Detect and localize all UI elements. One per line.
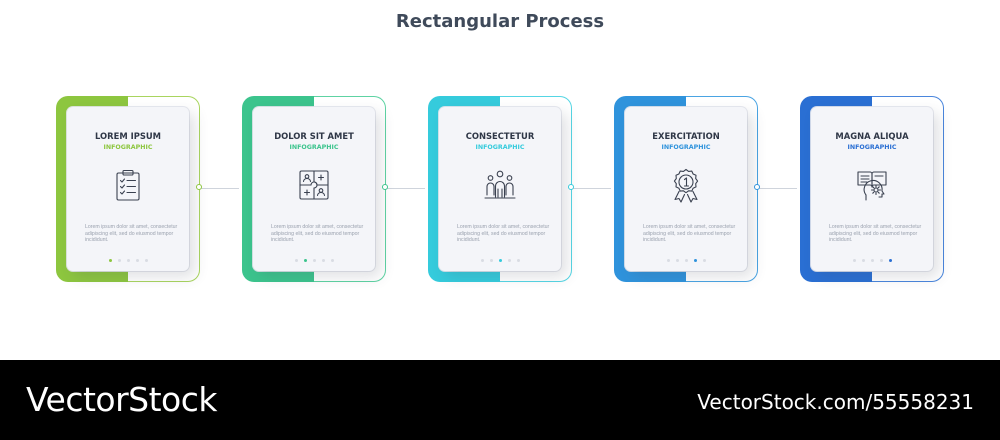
step-heading: LOREM IPSUM xyxy=(95,131,161,141)
indicator-dot xyxy=(684,259,688,262)
indicator-dot xyxy=(321,259,325,262)
watermark-brand: VectorStock xyxy=(26,380,218,419)
indicator-dot xyxy=(879,259,883,262)
step-indicator-dots xyxy=(625,259,747,262)
indicator-dot xyxy=(675,259,679,262)
connector-line xyxy=(757,188,797,190)
step-description: Lorem ipsum dolor sit amet, consectetur … xyxy=(829,224,922,244)
connector-line xyxy=(385,188,425,190)
connector-node xyxy=(754,184,760,190)
indicator-dot xyxy=(888,259,892,262)
connector-line xyxy=(571,188,611,190)
step-heading: CONSECTETUR xyxy=(465,131,535,141)
step-card: DOLOR SIT AMET INFOGRAPHIC xyxy=(253,107,375,271)
book-head-gear-icon xyxy=(854,167,890,203)
process-step-4: EXERCITATION INFOGRAPHIC Lorem ipsum dol… xyxy=(614,96,758,282)
step-indicator-dots xyxy=(253,259,375,262)
connector-line xyxy=(199,188,239,190)
indicator-dot xyxy=(144,259,148,262)
step-description: Lorem ipsum dolor sit amet, consectetur … xyxy=(643,224,736,244)
indicator-dot xyxy=(135,259,139,262)
team-group-icon xyxy=(482,167,518,203)
indicator-dot xyxy=(516,259,520,262)
step-card: EXERCITATION INFOGRAPHIC Lorem ipsum dol… xyxy=(625,107,747,271)
process-step-3: CONSECTETUR INFOGRAPHIC Lorem ipsum dolo… xyxy=(428,96,572,282)
step-indicator-dots xyxy=(67,259,189,262)
award-medal-icon xyxy=(668,167,704,203)
indicator-dot xyxy=(861,259,865,262)
step-description: Lorem ipsum dolor sit amet, consectetur … xyxy=(85,224,178,244)
step-card: MAGNA ALIQUA INFOGRAPHIC Lorem ipsum dol… xyxy=(811,107,933,271)
indicator-dot xyxy=(108,259,112,262)
indicator-dot xyxy=(852,259,856,262)
step-subheading: INFOGRAPHIC xyxy=(289,144,339,151)
indicator-dot xyxy=(126,259,130,262)
indicator-dot xyxy=(480,259,484,262)
connector-node xyxy=(382,184,388,190)
step-description: Lorem ipsum dolor sit amet, consectetur … xyxy=(271,224,364,244)
indicator-dot xyxy=(870,259,874,262)
connector-node xyxy=(196,184,202,190)
step-subheading: INFOGRAPHIC xyxy=(475,144,525,151)
step-subheading: INFOGRAPHIC xyxy=(103,144,153,151)
puzzle-people-icon xyxy=(296,167,332,203)
step-card: LOREM IPSUM INFOGRAPHIC Lorem ipsum dolo… xyxy=(67,107,189,271)
process-step-5: MAGNA ALIQUA INFOGRAPHIC Lorem ipsum dol… xyxy=(800,96,944,282)
step-heading: MAGNA ALIQUA xyxy=(835,131,909,141)
watermark-bar: VectorStock VectorStock.com/55558231 xyxy=(0,360,1000,440)
step-subheading: INFOGRAPHIC xyxy=(661,144,711,151)
indicator-dot xyxy=(312,259,316,262)
indicator-dot xyxy=(666,259,670,262)
indicator-dot xyxy=(693,259,697,262)
connector-node xyxy=(568,184,574,190)
indicator-dot xyxy=(702,259,706,262)
indicator-dot xyxy=(498,259,502,262)
step-heading: EXERCITATION xyxy=(652,131,720,141)
process-step-1: LOREM IPSUM INFOGRAPHIC Lorem ipsum dolo… xyxy=(56,96,200,282)
step-card: CONSECTETUR INFOGRAPHIC Lorem ipsum dolo… xyxy=(439,107,561,271)
indicator-dot xyxy=(489,259,493,262)
step-subheading: INFOGRAPHIC xyxy=(847,144,897,151)
process-step-2: DOLOR SIT AMET INFOGRAPHIC xyxy=(242,96,386,282)
indicator-dot xyxy=(294,259,298,262)
indicator-dot xyxy=(117,259,121,262)
step-heading: DOLOR SIT AMET xyxy=(274,131,354,141)
indicator-dot xyxy=(303,259,307,262)
watermark-credit: VectorStock.com/55558231 xyxy=(697,390,974,414)
page-title: Rectangular Process xyxy=(395,11,605,32)
indicator-dot xyxy=(507,259,511,262)
step-description: Lorem ipsum dolor sit amet, consectetur … xyxy=(457,224,550,244)
step-indicator-dots xyxy=(439,259,561,262)
indicator-dot xyxy=(330,259,334,262)
process-diagram: LOREM IPSUM INFOGRAPHIC Lorem ipsum dolo… xyxy=(56,96,944,282)
step-indicator-dots xyxy=(811,259,933,262)
clipboard-checklist-icon xyxy=(110,167,146,203)
